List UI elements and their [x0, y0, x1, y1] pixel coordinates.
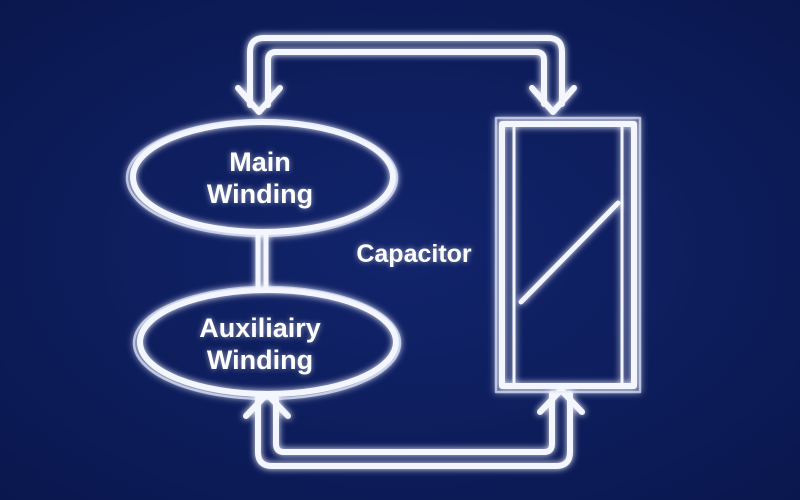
capacitor-label-text: Capacitor: [356, 240, 472, 268]
main-winding-label-line2: Winding: [206, 179, 314, 209]
auxiliary-winding-label-line1: Auxiliairy: [199, 313, 321, 343]
main-winding-ellipse: [125, 118, 399, 238]
arrow-up-auxiliary-winding: [243, 391, 291, 419]
capacitor-box: [494, 116, 642, 394]
winding-connector: [255, 230, 269, 293]
capacitor-slash: [518, 200, 621, 305]
bottom-return-path: [255, 391, 573, 469]
main-winding-label: Main Winding: [190, 146, 330, 210]
capacitor-label: Capacitor: [334, 238, 494, 270]
auxiliary-winding-label-line2: Winding: [206, 345, 314, 375]
arrow-up-capacitor: [537, 387, 585, 415]
arrow-down-main-winding: [235, 85, 283, 115]
main-winding-label-line1: Main: [229, 147, 291, 177]
auxiliary-winding-label: Auxiliairy Winding: [180, 312, 340, 376]
arrow-down-capacitor: [529, 85, 577, 115]
top-return-path: [247, 35, 565, 108]
